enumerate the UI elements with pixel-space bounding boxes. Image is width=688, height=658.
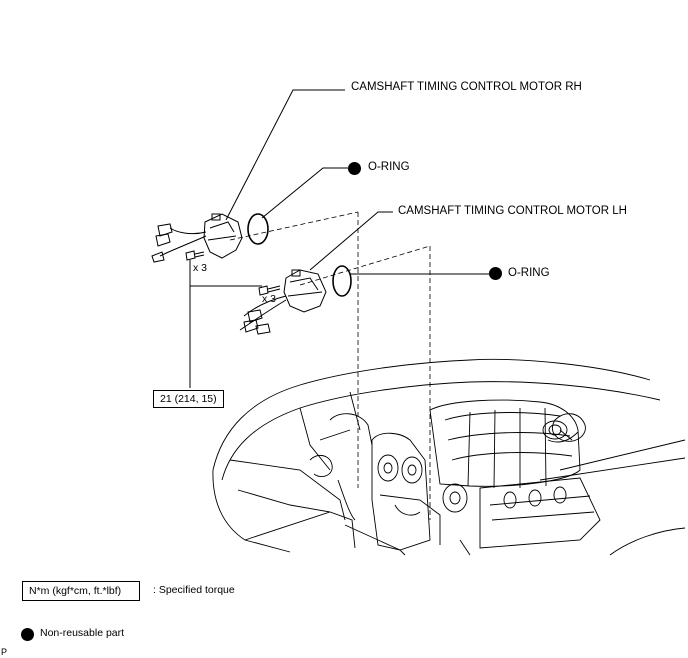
bolt-qty-rh-label: x 3 xyxy=(193,262,208,274)
torque-value-box: 21 (214, 15) xyxy=(153,390,224,408)
o-ring-lh-part xyxy=(332,265,352,297)
legend-torque-description: : Specified torque xyxy=(153,584,235,596)
bolt-rh-part xyxy=(185,250,205,261)
o-ring-rh-part xyxy=(247,213,269,245)
non-reusable-marker-icon xyxy=(489,267,502,280)
legend-non-reusable-icon xyxy=(21,628,34,641)
legend-torque-box: N*m (kgf*cm, ft.*lbf) xyxy=(22,581,141,601)
legend-non-reusable-description: Non-reusable part xyxy=(40,627,125,639)
o-ring-rh-label: O-RING xyxy=(368,161,410,173)
non-reusable-marker-icon xyxy=(348,162,361,175)
bolt-lh-part xyxy=(258,285,281,296)
leader-lines xyxy=(189,89,490,388)
corner-letter: P xyxy=(1,647,8,657)
motor-lh-label: CAMSHAFT TIMING CONTROL MOTOR LH xyxy=(398,205,627,217)
projection-lines xyxy=(229,211,431,520)
engine-block xyxy=(309,399,601,556)
camshaft-timing-control-motor-rh-part xyxy=(151,213,243,263)
o-ring-lh-label: O-RING xyxy=(508,267,550,279)
vehicle-engine-bay-outline xyxy=(212,358,686,556)
bolt-qty-lh-label: x 3 xyxy=(262,293,277,305)
camshaft-timing-control-motor-lh-part xyxy=(239,269,327,335)
motor-rh-label: CAMSHAFT TIMING CONTROL MOTOR RH xyxy=(351,81,582,93)
